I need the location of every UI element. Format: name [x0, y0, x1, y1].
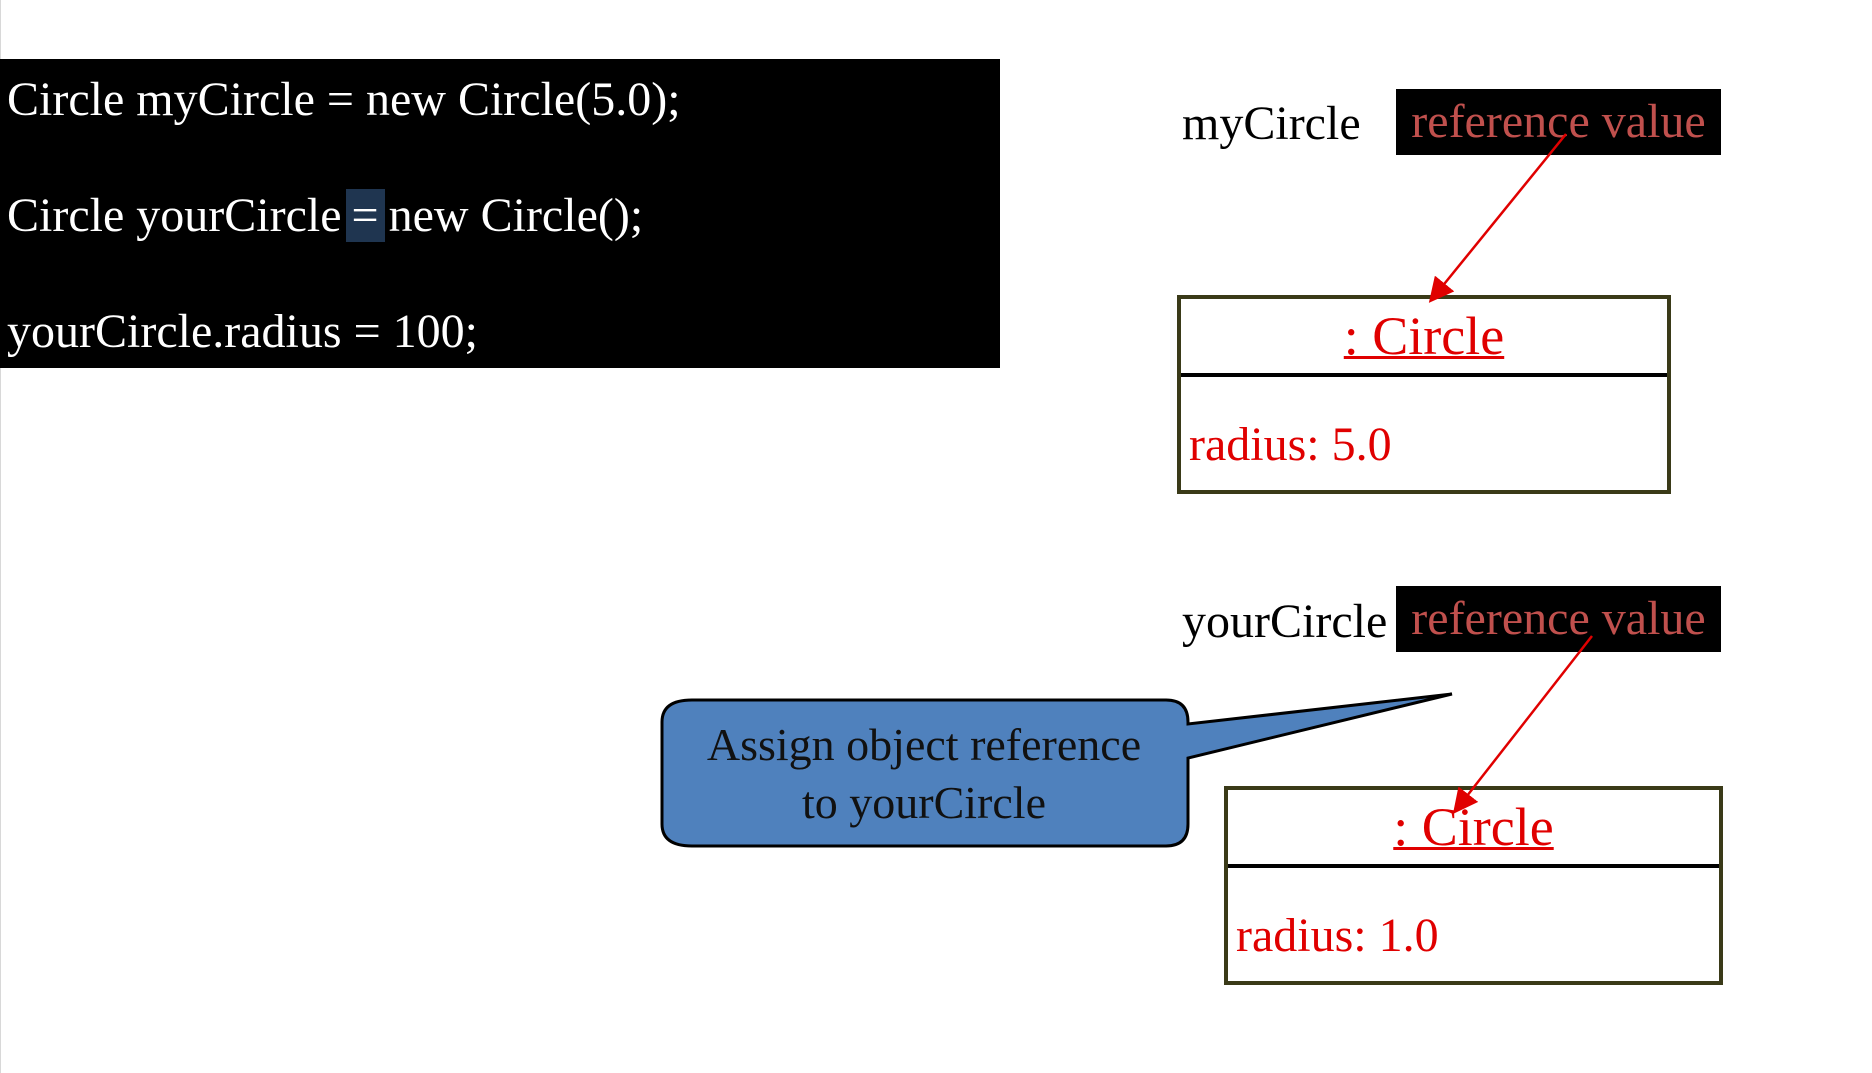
code-line-2: Circle yourCircle=new Circle();: [7, 188, 643, 244]
yourcircle-object-title: : Circle: [1393, 797, 1554, 857]
mycircle-object-divider: [1181, 373, 1667, 377]
yourcircle-object-box: : Circle radius: 1.0: [1224, 786, 1723, 985]
callout-line-2: to yourCircle: [802, 777, 1046, 828]
page-left-edge: [0, 0, 1, 1073]
mycircle-object-radius: radius: 5.0: [1189, 418, 1392, 471]
yourcircle-reference-arrow: [1452, 635, 1593, 814]
mycircle-label: myCircle: [1182, 97, 1361, 150]
yourcircle-label: yourCircle: [1182, 595, 1388, 648]
callout-text: Assign object reference to yourCircle: [662, 716, 1186, 832]
code-line-2-before: Circle yourCircle: [7, 189, 342, 242]
code-line-2-after: new Circle();: [388, 189, 644, 242]
mycircle-object-box: : Circle radius: 5.0: [1177, 295, 1671, 494]
assignment-highlight: =: [345, 189, 385, 242]
yourcircle-reference-value: reference value: [1396, 586, 1721, 652]
mycircle-reference-arrow: [1428, 133, 1567, 303]
mycircle-object-title: : Circle: [1343, 306, 1505, 366]
callout-line-1: Assign object reference: [706, 719, 1142, 770]
mycircle-reference-value: reference value: [1396, 89, 1721, 155]
code-panel: [0, 59, 1000, 368]
yourcircle-object-radius: radius: 1.0: [1236, 909, 1439, 962]
yourcircle-object-divider: [1228, 864, 1719, 868]
code-line-3: yourCircle.radius = 100;: [7, 305, 478, 358]
code-line-1: Circle myCircle = new Circle(5.0);: [7, 73, 681, 126]
